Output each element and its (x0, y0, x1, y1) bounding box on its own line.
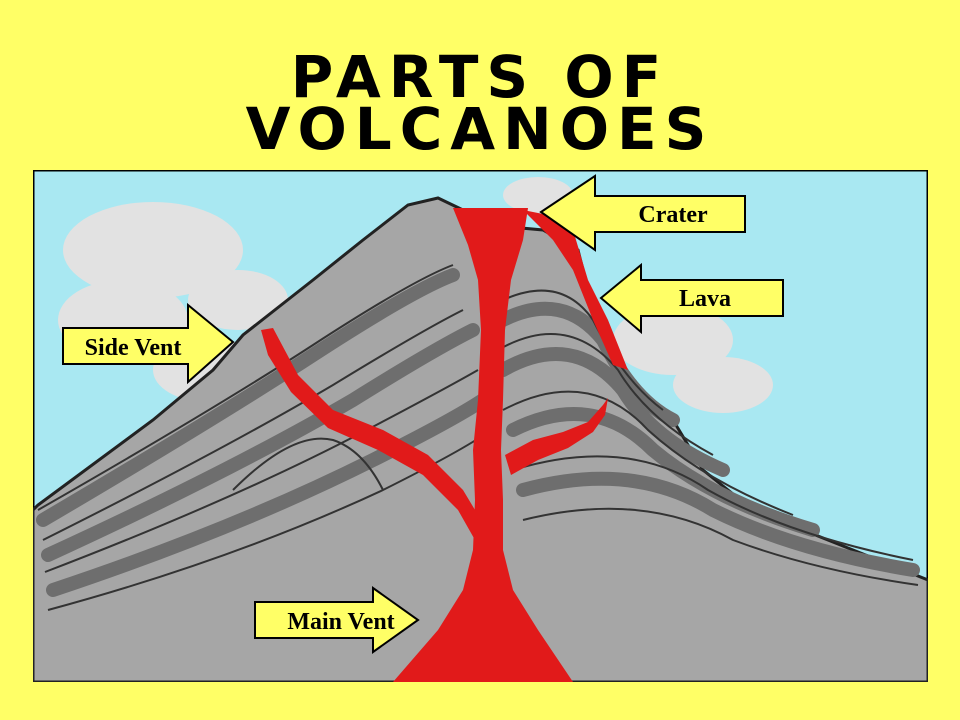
lava-flow (523, 210, 628, 370)
lava-callout: Lava (599, 262, 784, 335)
side-vent-callout: Side Vent (62, 302, 235, 385)
main-vent-callout: Main Vent (254, 586, 420, 654)
crater-label: Crater (638, 202, 708, 228)
side-vent-branch (261, 328, 478, 540)
lava-label: Lava (679, 286, 731, 312)
volcano-diagram: Crater Lava Side Vent Main Vent (33, 170, 928, 682)
crater-callout: Crater (539, 174, 746, 252)
page-title-line-2: Volcanoes (245, 95, 715, 163)
page-title-line-1: Parts of (290, 43, 670, 111)
rock-layer-outlines (37, 264, 919, 611)
right-vent-branch (505, 398, 608, 475)
main-vent-conduit (393, 208, 573, 682)
side-vent-label: Side Vent (85, 335, 182, 361)
main-vent-label: Main Vent (287, 609, 394, 635)
